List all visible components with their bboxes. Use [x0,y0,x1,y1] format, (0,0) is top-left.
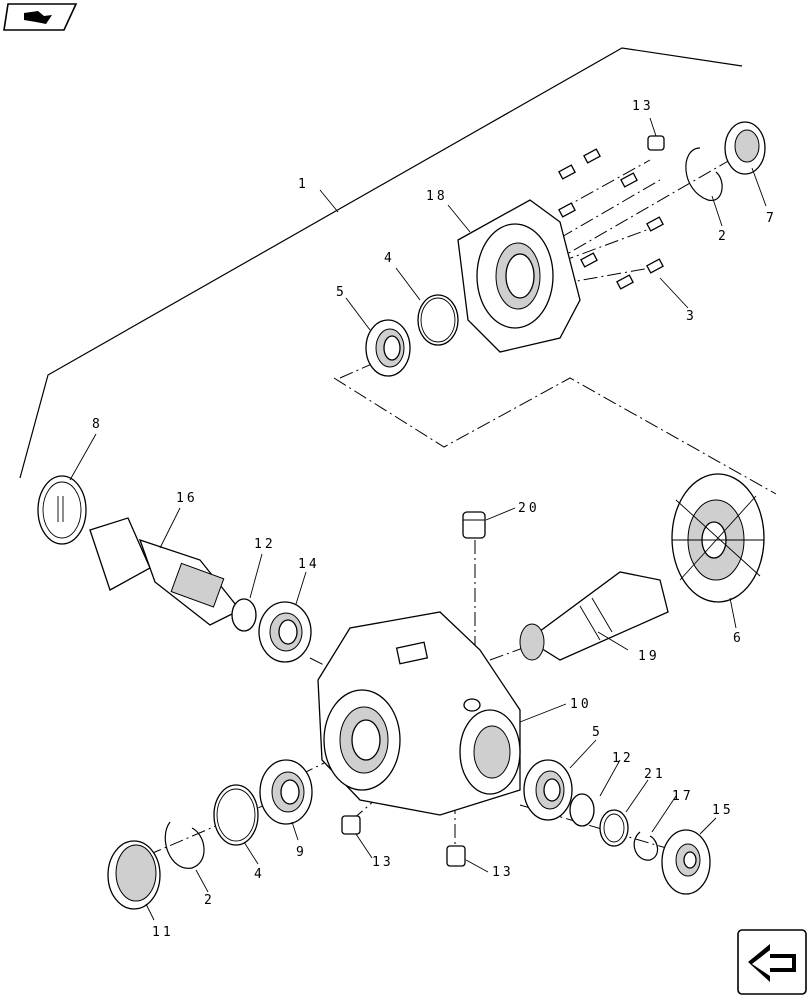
snap-ring-2-upper [685,147,723,201]
callout-1: 1 [298,177,309,192]
cap-11 [107,840,161,910]
plug-20 [462,511,486,539]
callout-2: 2 [718,229,729,244]
callout-18: 18 [426,189,448,204]
bearing-5-upper [365,319,411,377]
seal-15 [661,829,711,895]
callout-6: 6 [733,631,744,646]
callout-13: 13 [492,865,514,880]
o-ring-12-right [569,793,595,827]
callout-10: 10 [570,697,592,712]
callout-3: 3 [686,309,697,324]
o-ring-4-upper [417,294,459,346]
callout-labels: 1 2 2 3 4 4 5 5 6 7 8 9 10 11 12 12 13 1… [92,99,777,940]
callout-12: 12 [254,537,276,552]
output-shaft-19 [519,571,669,661]
callout-16: 16 [176,491,198,506]
callout-11: 11 [152,925,174,940]
callout-7: 7 [766,211,777,226]
callout-13: 13 [372,855,394,870]
plug-13-bottom [446,845,466,867]
assembly-bracket [19,47,743,479]
plug-13-left [341,815,361,835]
bearing-5-lower [523,759,573,821]
bearing-14 [258,601,312,663]
callout-4: 4 [384,251,395,266]
callout-17: 17 [672,789,694,804]
callout-21: 21 [644,767,666,782]
callout-20: 20 [518,501,540,516]
callout-15: 15 [712,803,734,818]
snap-ring-2-lower [164,821,205,869]
o-ring-4-lower [213,784,259,846]
callout-4: 4 [254,867,265,882]
return-arrow-icon[interactable] [737,929,807,995]
book-icon[interactable] [3,3,78,31]
bolts-3 [558,148,664,290]
o-ring-12-left [231,598,257,632]
pinion-shaft-16 [89,517,242,626]
callout-13: 13 [632,99,654,114]
callout-9: 9 [296,845,307,860]
cover-flange-18 [457,199,581,353]
callout-14: 14 [298,557,320,572]
callout-12: 12 [612,751,634,766]
gearbox-housing-10 [317,611,521,816]
callout-2: 2 [204,893,215,908]
snap-ring-17 [633,831,659,861]
seal-7 [724,121,766,175]
callout-19: 19 [638,649,660,664]
plug-13-upper [647,135,665,151]
callout-5: 5 [336,285,347,300]
leader-lines [69,117,767,921]
bearing-9 [259,759,313,825]
shim-21 [599,809,629,847]
bevel-gear-6 [671,473,765,603]
seal-8 [37,475,87,545]
callout-8: 8 [92,417,103,432]
callout-5: 5 [592,725,603,740]
